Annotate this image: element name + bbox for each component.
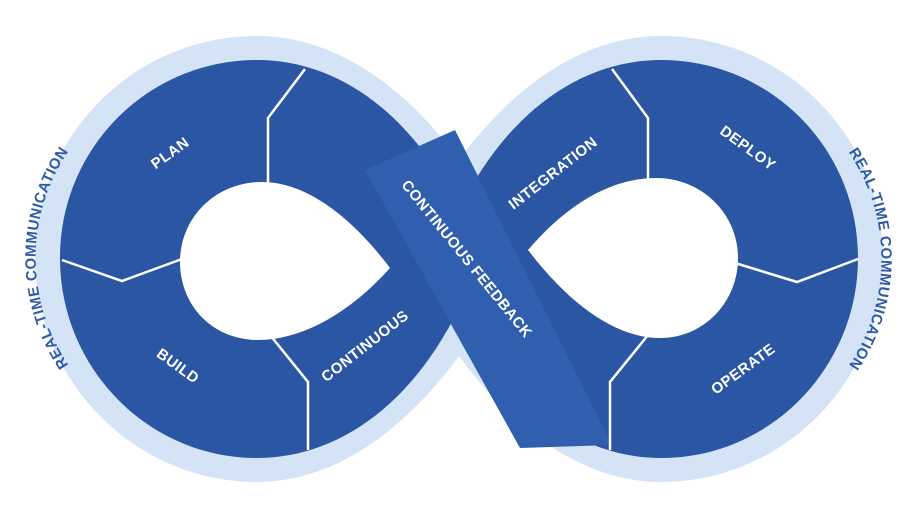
divider-operate-bottom bbox=[608, 334, 649, 450]
segment-dividers bbox=[61, 68, 859, 450]
feedback-band bbox=[365, 130, 612, 448]
divider-plan-top bbox=[266, 68, 306, 183]
divider-deploy-operate bbox=[734, 257, 859, 284]
divider-build-continuous bbox=[269, 334, 310, 450]
left-hole bbox=[180, 182, 390, 340]
divider-plan-build bbox=[61, 257, 183, 283]
right-hole bbox=[528, 178, 738, 338]
divider-integration-deploy bbox=[610, 68, 650, 183]
